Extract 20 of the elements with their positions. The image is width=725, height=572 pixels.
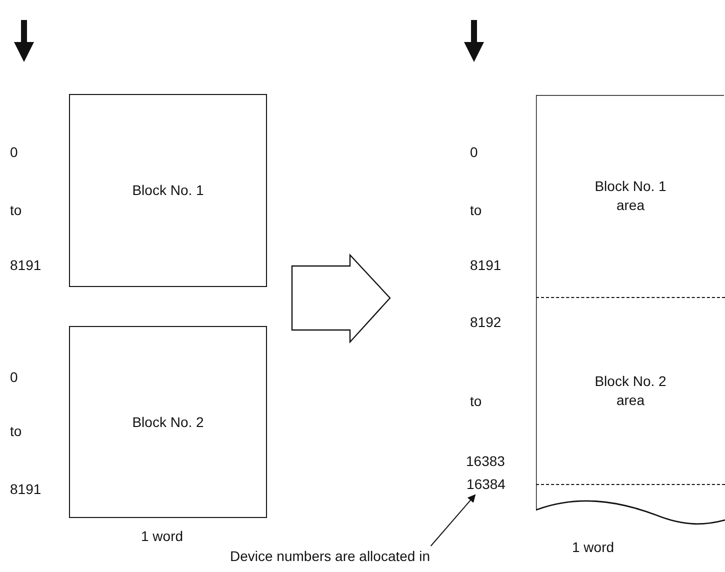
address-number: 0 bbox=[470, 144, 478, 160]
memory-block: Block No. 1 bbox=[69, 94, 267, 287]
address-number: to bbox=[10, 423, 22, 439]
address-number: 8192 bbox=[470, 314, 502, 330]
width-text: 1 word bbox=[572, 539, 614, 555]
address-number: to bbox=[470, 393, 482, 409]
memory-area: Block No. 2 area bbox=[536, 298, 725, 485]
address-number: 0 bbox=[10, 144, 18, 160]
address-number: 16384 bbox=[464, 475, 508, 493]
address-number: 8191 bbox=[10, 257, 42, 273]
address-number: 8191 bbox=[470, 257, 502, 273]
memory-area: Block No. 1 area bbox=[536, 95, 725, 298]
address-number: 16383 bbox=[466, 453, 505, 469]
address-number: 8191 bbox=[10, 481, 42, 497]
address-number: 0 bbox=[10, 369, 18, 385]
note-text: Device numbers are allocated in bbox=[190, 546, 470, 566]
width-text: 1 word bbox=[141, 528, 184, 544]
address-number: to bbox=[470, 202, 482, 218]
address-number: to bbox=[10, 202, 22, 218]
leader-line bbox=[430, 494, 476, 546]
